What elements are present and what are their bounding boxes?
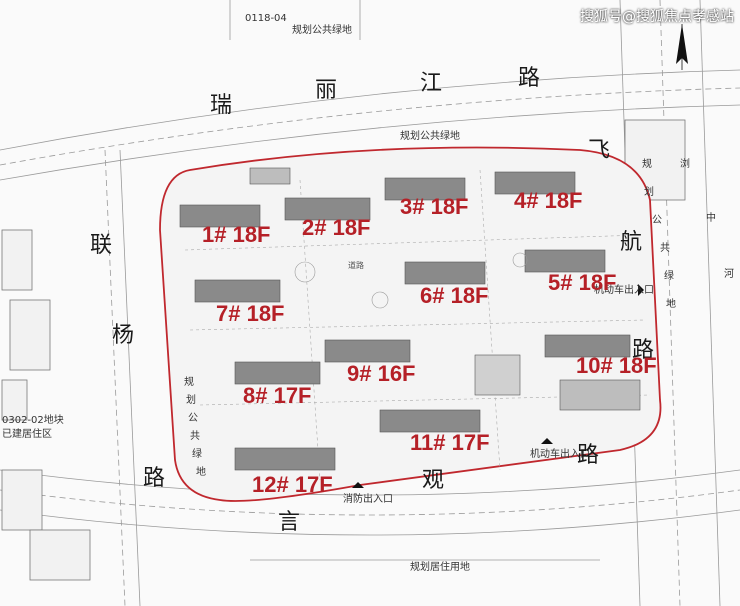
green-right-v-5: 绿 — [664, 271, 674, 282]
green-left-v-2: 划 — [186, 395, 196, 406]
building-2-label: 2# 18F — [302, 215, 371, 240]
existing-plot-label: 0302-02地块 — [2, 415, 64, 426]
watermark: 搜狐号@搜狐焦点孝感站 — [580, 9, 734, 25]
existing-area-label: 已建居住区 — [2, 429, 52, 440]
plot-code-label: 0118-04 — [245, 13, 287, 24]
green-top-label: 规划公共绿地 — [292, 25, 352, 36]
green-left-v-6: 地 — [196, 467, 206, 478]
vehicle-exit-right-label: 机动车出入口 — [594, 285, 654, 296]
road-bottom-char-3: 路 — [577, 443, 600, 468]
road-top-char-1: 瑞 — [210, 93, 233, 118]
road-top-char-4: 路 — [518, 66, 541, 91]
road-left-char-1: 联 — [90, 233, 113, 258]
green-left-v-5: 绿 — [192, 449, 202, 460]
building-4-label: 4# 18F — [514, 188, 583, 213]
fire-exit-arrow — [352, 482, 364, 488]
road-top-char-3: 江 — [420, 71, 443, 96]
road-right-char-3: 路 — [632, 338, 655, 363]
site-road-label: 道路 — [348, 261, 364, 270]
green-left-v-1: 规 — [184, 377, 194, 388]
green-site-label: 规划公共绿地 — [400, 131, 460, 142]
vehicle-exit-arrow-bottom — [541, 438, 553, 444]
site-boundary — [159, 146, 662, 502]
green-right-v-4: 共 — [660, 243, 670, 254]
green-right-v-6: 地 — [666, 299, 676, 310]
building-7-label: 7# 18F — [216, 301, 285, 326]
building-12-label: 12# 17F — [252, 472, 333, 497]
road-left-char-2: 杨 — [112, 323, 135, 348]
building-9-label: 9# 16F — [347, 361, 416, 386]
building-5-label: 5# 18F — [548, 270, 617, 295]
road-top-char-2: 丽 — [315, 78, 338, 103]
green-right-v-3: 公 — [652, 215, 662, 226]
green-right-v-1: 规 — [642, 159, 652, 170]
road-left-char-3: 路 — [143, 466, 166, 491]
building-1-label: 1# 18F — [202, 222, 271, 247]
vehicle-exit-bottom-label: 机动车出入口 — [530, 449, 590, 460]
building-3-label: 3# 18F — [400, 194, 469, 219]
fire-exit-label: 消防出入口 — [343, 494, 393, 505]
vehicle-exit-arrow-right — [638, 284, 644, 296]
green-left-v-4: 共 — [190, 431, 200, 442]
road-right-char-1: 飞 — [588, 138, 611, 163]
building-6-label: 6# 18F — [420, 283, 489, 308]
river-v-1: 浏 — [680, 159, 690, 170]
road-bottom-char-1: 言 — [278, 510, 301, 535]
building-8-label: 8# 17F — [243, 383, 312, 408]
road-right-char-2: 航 — [620, 230, 643, 255]
building-10-label: 10# 18F — [576, 353, 657, 378]
green-right-v-2: 划 — [644, 187, 654, 198]
green-left-v-3: 公 — [188, 413, 198, 424]
river-v-3: 河 — [724, 269, 734, 280]
north-arrow — [676, 24, 688, 70]
river-v-2: 中 — [706, 213, 716, 224]
road-bottom-char-2: 观 — [422, 468, 445, 493]
building-11-label: 11# 17F — [410, 430, 490, 455]
residential-bottom-label: 规划居住用地 — [410, 562, 470, 573]
